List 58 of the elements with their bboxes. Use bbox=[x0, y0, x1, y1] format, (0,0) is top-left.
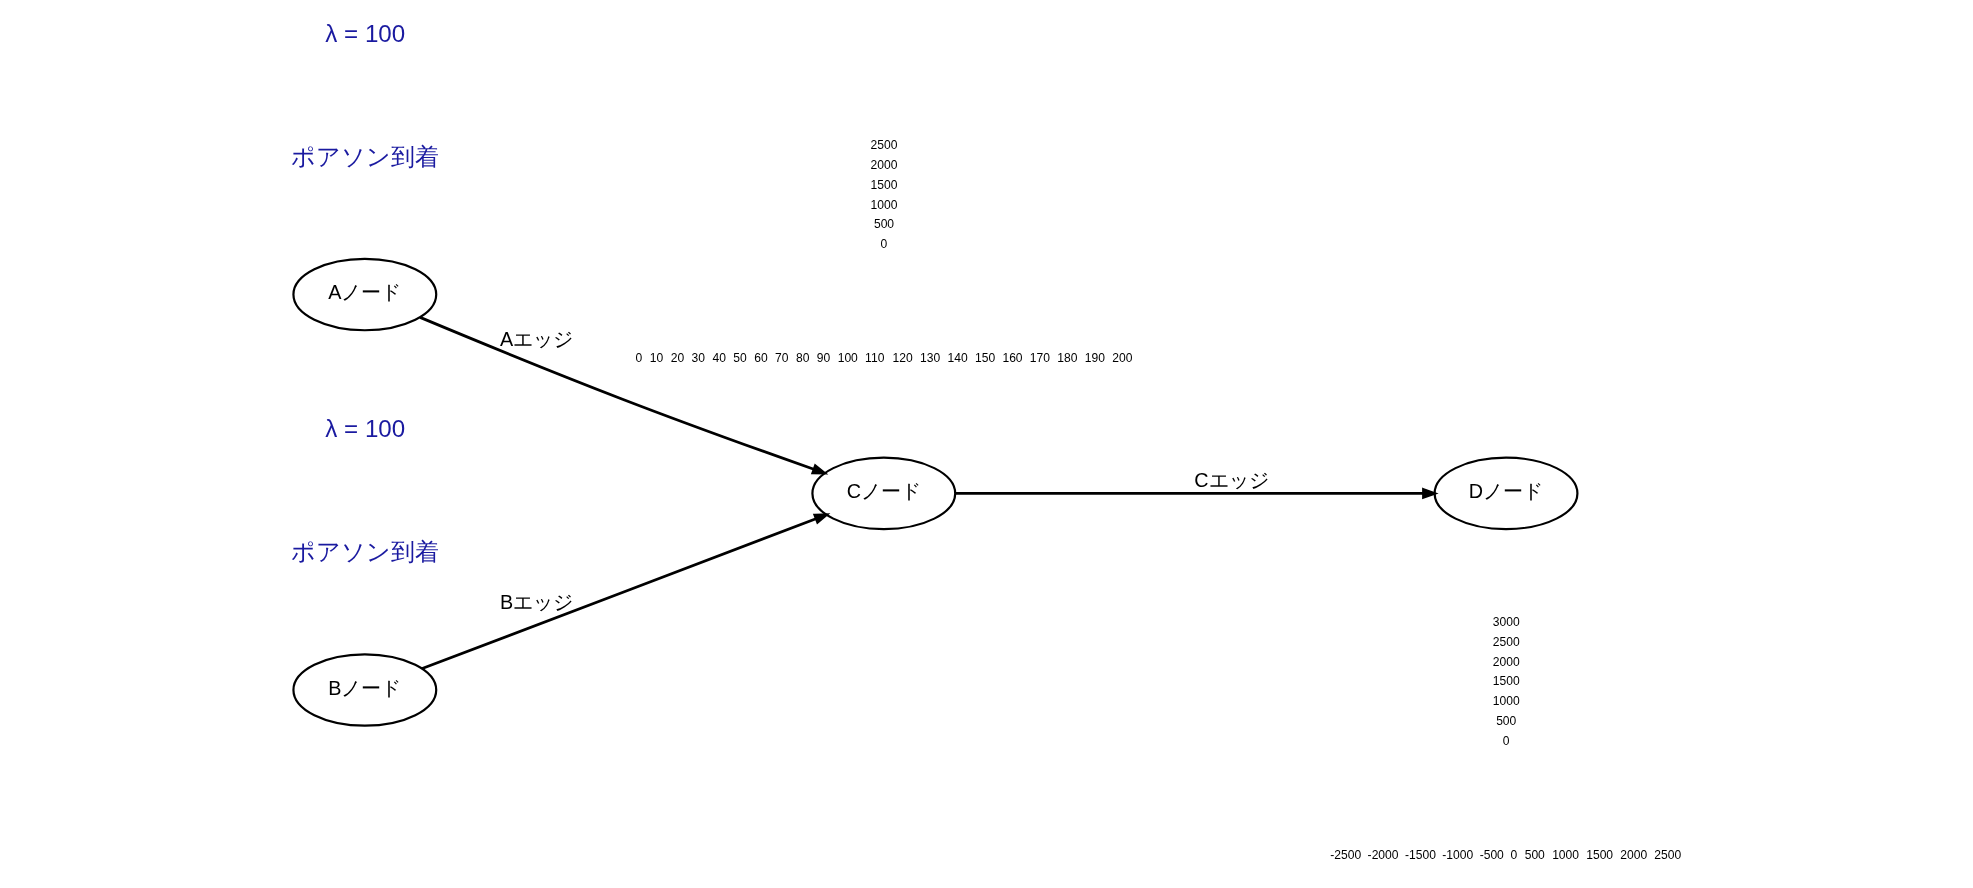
label: 90 bbox=[816, 350, 831, 365]
label: 1500 bbox=[870, 177, 898, 192]
edge-label: Bエッジ bbox=[500, 590, 574, 613]
label: 1500 bbox=[1586, 847, 1614, 862]
label: 500 bbox=[1524, 847, 1545, 862]
label: 70 bbox=[775, 350, 789, 365]
label: 2500 bbox=[1654, 847, 1682, 862]
label: 160 bbox=[1002, 350, 1023, 365]
label: 30 bbox=[691, 350, 706, 365]
label: 3000 bbox=[1492, 614, 1520, 629]
label: 180 bbox=[1057, 350, 1078, 365]
label: 2000 bbox=[870, 157, 898, 172]
label: 10 bbox=[649, 350, 664, 365]
node-ellipse: Dノード bbox=[1433, 456, 1579, 530]
arrow bbox=[419, 315, 829, 474]
label: 0 bbox=[1510, 847, 1518, 862]
label: 500 bbox=[873, 216, 895, 231]
node-ellipse: Aノード bbox=[292, 257, 438, 331]
label: 200 bbox=[1112, 350, 1133, 365]
label: 2000 bbox=[1620, 847, 1648, 862]
label: 0 bbox=[1502, 733, 1510, 748]
label: λ = 100 bbox=[325, 414, 406, 442]
label: 500 bbox=[1496, 713, 1517, 728]
label: -500 bbox=[1479, 847, 1504, 862]
label: 1500 bbox=[1492, 673, 1520, 688]
label: 2500 bbox=[870, 137, 898, 152]
arrow bbox=[955, 487, 1439, 499]
label: 130 bbox=[920, 350, 941, 365]
label: 100 bbox=[837, 350, 858, 365]
label: 80 bbox=[795, 350, 810, 365]
label: -2000 bbox=[1367, 847, 1399, 862]
label: 170 bbox=[1029, 350, 1051, 365]
node-ellipse: Bノード bbox=[292, 652, 438, 727]
label: ポアソン到着 bbox=[291, 142, 440, 170]
label: 1000 bbox=[870, 197, 898, 212]
label: 0 bbox=[880, 236, 888, 251]
label: 110 bbox=[865, 350, 885, 365]
label: 1000 bbox=[1552, 847, 1580, 862]
label: 50 bbox=[733, 350, 747, 365]
label: 120 bbox=[892, 350, 913, 365]
label: 40 bbox=[712, 350, 726, 365]
label: 0 bbox=[635, 350, 643, 365]
edge-label: Aエッジ bbox=[500, 327, 574, 350]
label: λ = 100 bbox=[325, 19, 406, 47]
label: 20 bbox=[670, 350, 685, 365]
label: 1000 bbox=[1492, 693, 1520, 708]
label: -1000 bbox=[1442, 847, 1474, 862]
label: 190 bbox=[1084, 350, 1105, 365]
label: 60 bbox=[754, 350, 768, 365]
edge-label: Cエッジ bbox=[1194, 468, 1269, 491]
label: ポアソン到着 bbox=[291, 537, 440, 565]
arrow bbox=[421, 512, 831, 670]
label: 2000 bbox=[1492, 654, 1520, 669]
label: 2500 bbox=[1492, 634, 1520, 649]
label: 150 bbox=[974, 350, 996, 365]
label: 140 bbox=[947, 350, 968, 365]
label: -2500 bbox=[1330, 847, 1362, 862]
label: -1500 bbox=[1404, 847, 1436, 862]
